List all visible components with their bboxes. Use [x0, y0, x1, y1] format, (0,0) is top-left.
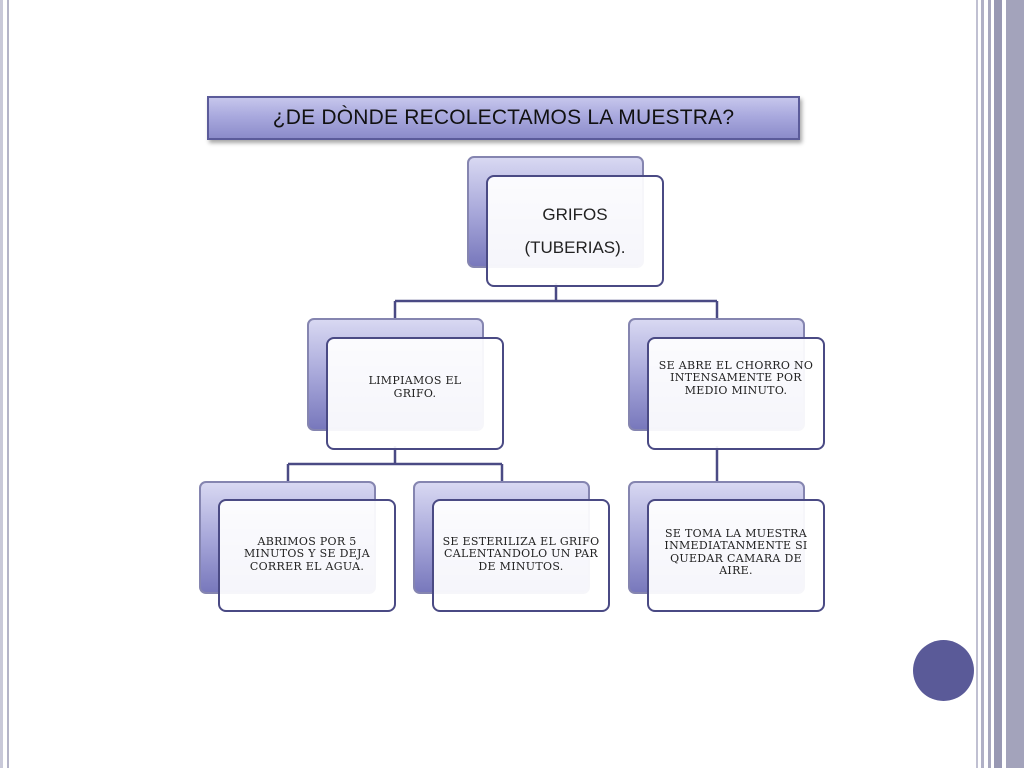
- slide-title-box: ¿DE DÒNDE RECOLECTAMOS LA MUESTRA?: [207, 96, 800, 140]
- slide-title: ¿DE DÒNDE RECOLECTAMOS LA MUESTRA?: [272, 106, 735, 129]
- root-node-line2: (TUBERIAS).: [524, 238, 626, 257]
- right-node-text: SE ABRE EL CHORRO NO INTENSAMENTE POR ME…: [658, 358, 814, 397]
- right-border-strip-1: [976, 0, 978, 768]
- left-node: LIMPIAMOS EL GRIFO.: [326, 337, 504, 450]
- leaf-node-2: SE ESTERILIZA EL GRIFO CALENTANDOLO UN P…: [432, 499, 610, 612]
- leaf-node-1-text: ABRIMOS POR 5 MINUTOS Y SE DEJA CORRER E…: [243, 534, 370, 573]
- leaf-node-3-text: SE TOMA LA MUESTRA INMEDIATANMENTE SI QU…: [664, 526, 808, 577]
- right-border-strip-4: [994, 0, 1002, 768]
- root-node: GRIFOS (TUBERIAS).: [486, 175, 664, 287]
- left-node-text: LIMPIAMOS EL GRIFO.: [368, 374, 462, 400]
- right-border-strip-2: [981, 0, 984, 768]
- left-border-line-outer: [0, 0, 3, 768]
- leaf-node-3: SE TOMA LA MUESTRA INMEDIATANMENTE SI QU…: [647, 499, 825, 612]
- root-node-line1: GRIFOS: [542, 205, 608, 224]
- right-node: SE ABRE EL CHORRO NO INTENSAMENTE POR ME…: [647, 337, 825, 450]
- right-border-strip-3: [988, 0, 991, 768]
- right-border-strip-5: [1006, 0, 1024, 768]
- decorative-circle: [913, 640, 974, 701]
- leaf-node-2-text: SE ESTERILIZA EL GRIFO CALENTANDOLO UN P…: [442, 534, 600, 573]
- left-border-line-inner: [7, 0, 9, 768]
- leaf-node-1: ABRIMOS POR 5 MINUTOS Y SE DEJA CORRER E…: [218, 499, 396, 612]
